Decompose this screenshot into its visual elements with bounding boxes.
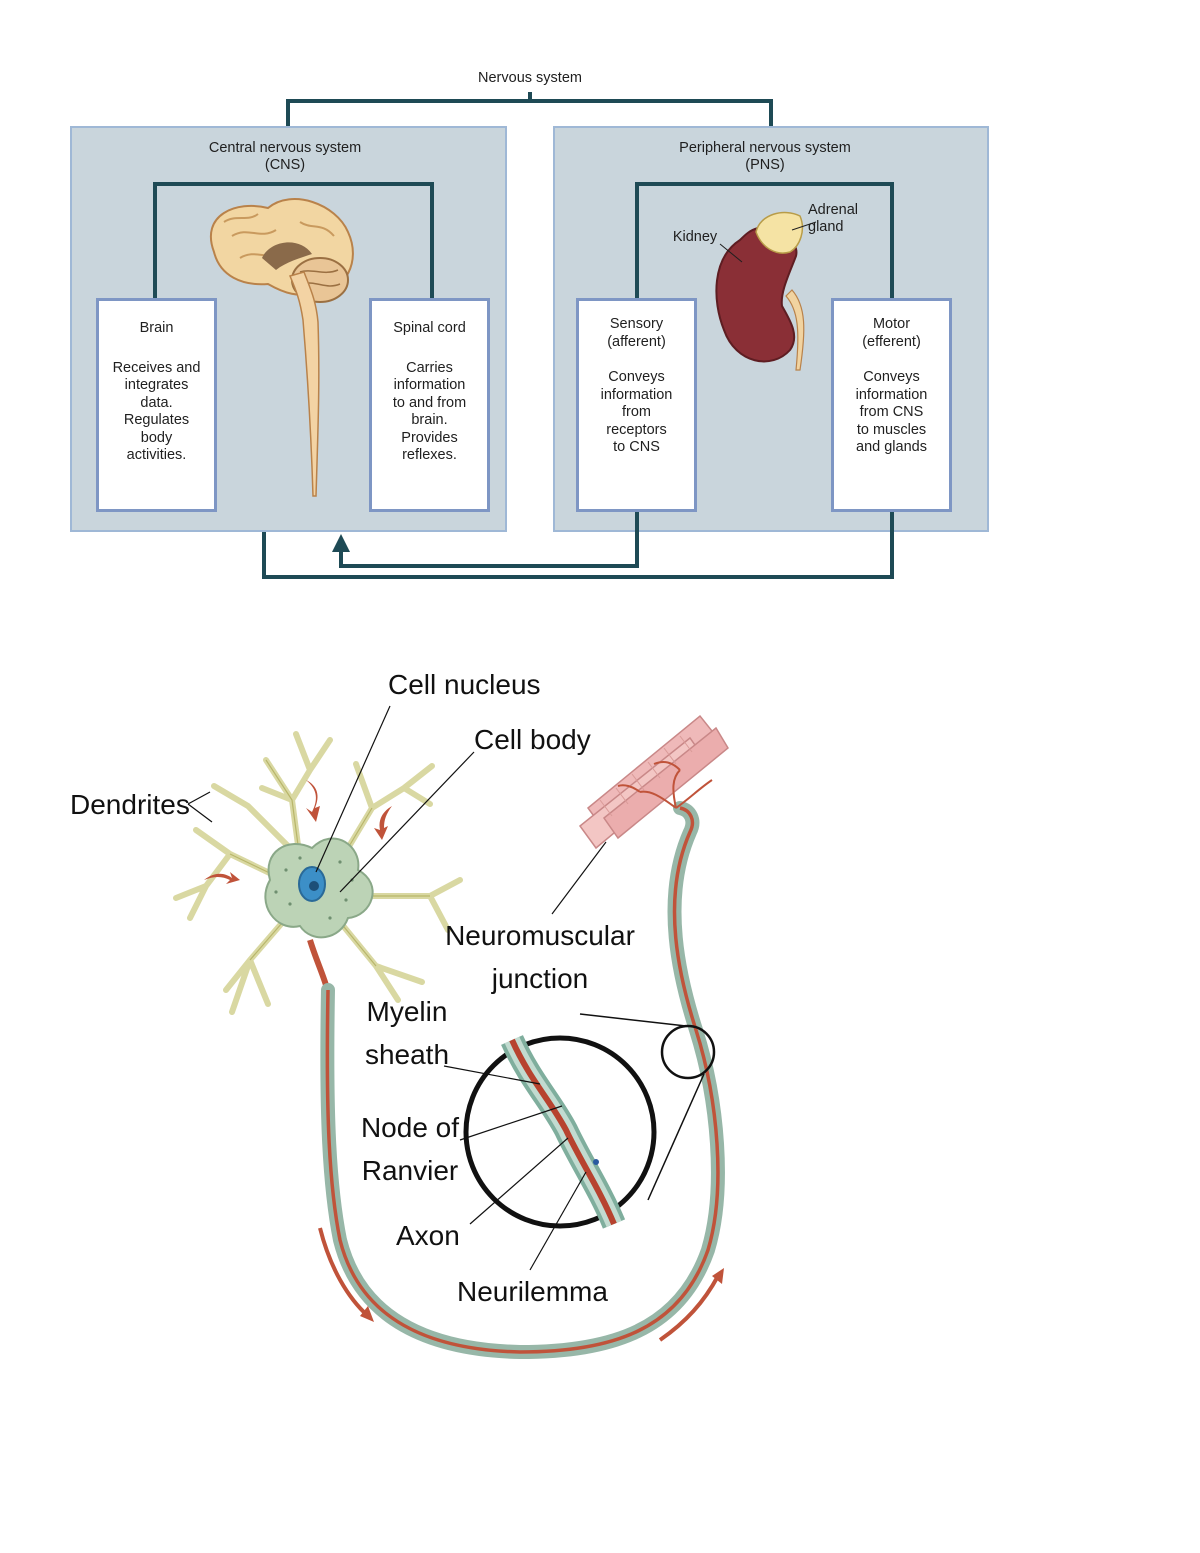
myelin-sheath-label: Myelin sheath <box>364 996 450 1070</box>
adrenal-gland-icon <box>755 211 804 254</box>
brain-box: Brain Receives and integrates data. Regu… <box>96 298 217 512</box>
sensory-to-cns-arrow-line <box>339 484 639 568</box>
cns-connector <box>153 182 434 300</box>
cns-title: Central nervous system (CNS) <box>208 140 362 173</box>
kidney-label: Kidney <box>672 229 718 245</box>
pns-title: Peripheral nervous system (PNS) <box>679 140 851 173</box>
spinal-cord-box: Spinal cord Carries information to and f… <box>369 298 490 512</box>
cell-body-label: Cell body <box>474 724 591 755</box>
diagram-title: Nervous system <box>478 70 582 86</box>
sensory-box-desc: Conveys information from receptors to CN… <box>600 369 673 455</box>
adrenal-leader-line <box>791 221 817 231</box>
spinal-cord-icon <box>288 271 320 497</box>
motor-box-desc: Conveys information from CNS to muscles … <box>855 369 928 455</box>
root-connector <box>286 92 773 126</box>
spinal-cord-box-desc: Carries information to and from brain. P… <box>392 359 467 464</box>
signal-arrows-icon <box>204 780 392 884</box>
conduction-arrows-icon <box>318 1227 720 1342</box>
pns-connector <box>635 182 894 300</box>
neurilemma-label: Neurilemma <box>457 1276 608 1307</box>
sensory-box-title: Sensory (afferent) <box>607 316 666 350</box>
nerve-endings-icon <box>617 761 713 809</box>
cns-to-motor-arrow-line <box>262 494 894 579</box>
spinal-cord-box-title: Spinal cord <box>393 320 466 336</box>
ureter-icon <box>785 289 805 371</box>
cell-nucleus-label: Cell nucleus <box>388 669 541 700</box>
leader-lines <box>187 705 607 1271</box>
brain-box-title: Brain <box>139 320 174 336</box>
dendrites-label: Dendrites <box>70 789 190 820</box>
axon-label: Axon <box>396 1220 460 1251</box>
adrenal-gland-label: Adrenal gland <box>808 202 858 235</box>
kidney-leader-line <box>719 243 743 263</box>
arrowhead-up-cns <box>332 534 350 552</box>
motor-box-title: Motor (efferent) <box>862 316 921 350</box>
muscle-fibers-icon <box>578 714 729 850</box>
magnified-axon-icon <box>501 1034 626 1229</box>
node-of-ranvier-label: Node of Ranvier <box>360 1112 460 1186</box>
motor-box: Motor (efferent) Conveys information fro… <box>831 298 952 512</box>
neuromuscular-junction-label: Neuromuscular junction <box>445 920 635 994</box>
brain-box-desc: Receives and integrates data. Regulates … <box>112 359 201 464</box>
magnify-source-circle <box>660 1024 716 1080</box>
sensory-box: Sensory (afferent) Conveys information f… <box>576 298 697 512</box>
